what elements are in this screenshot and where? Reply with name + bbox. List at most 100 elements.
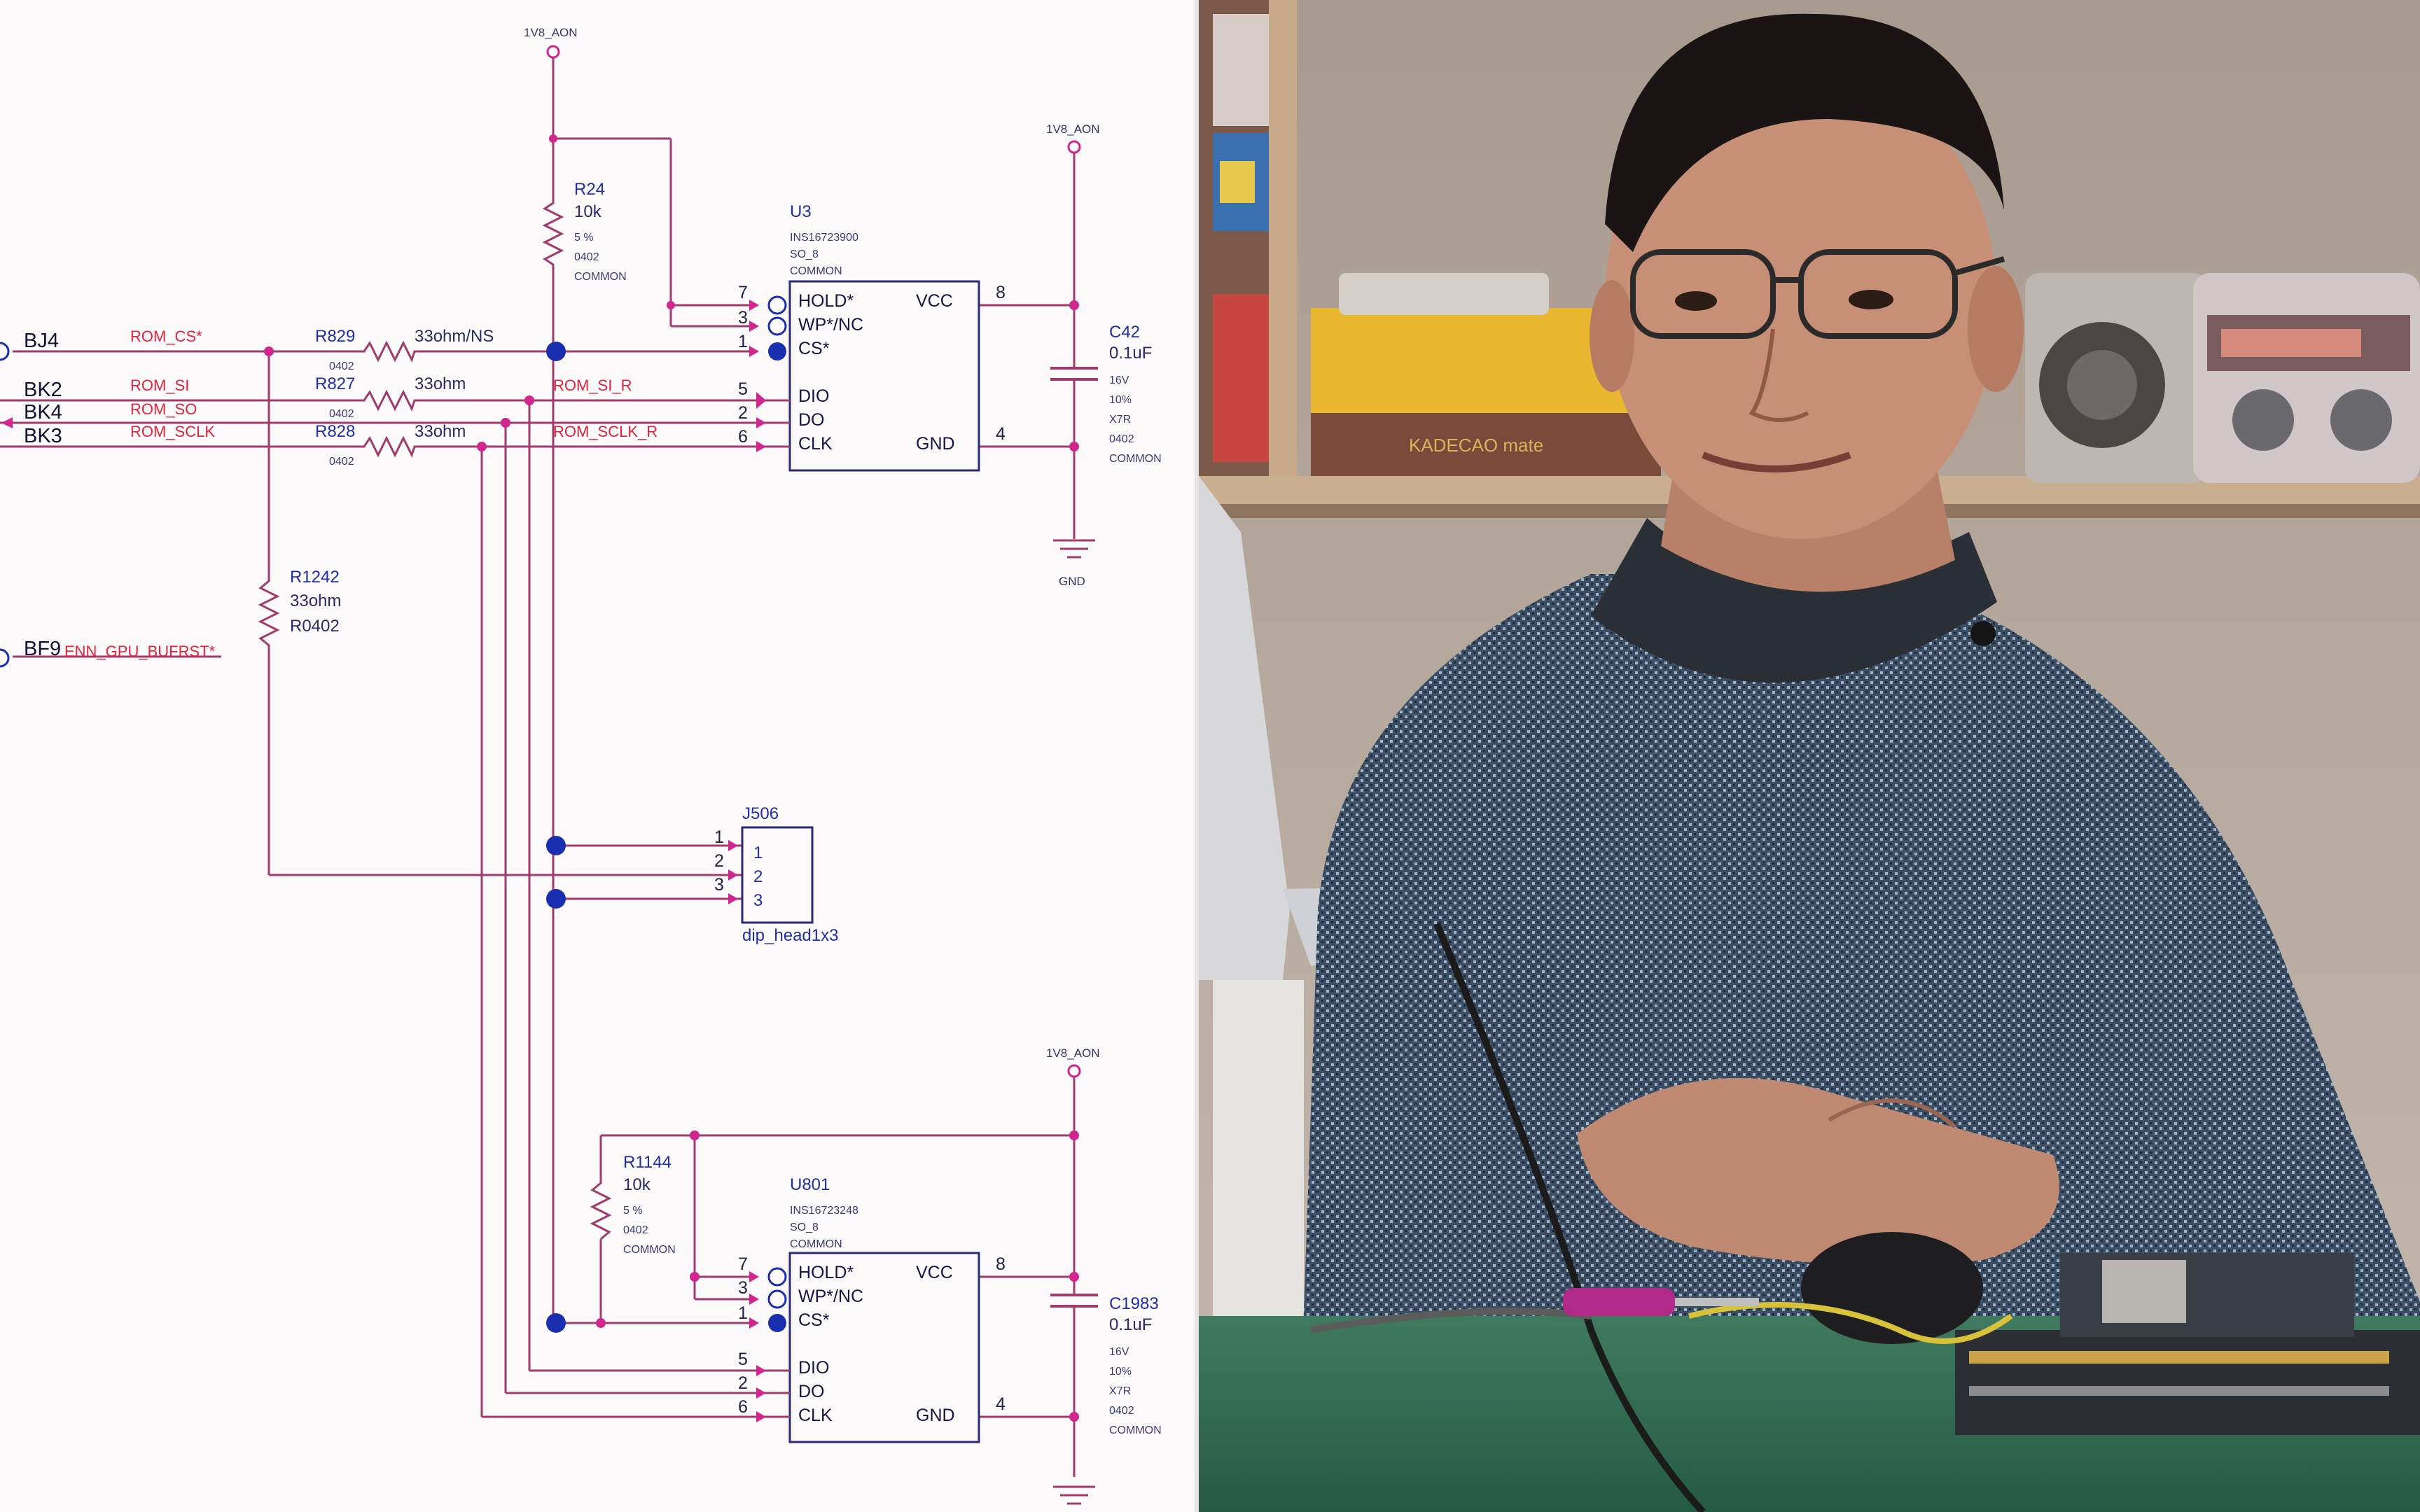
c1983-value: 0.1uF bbox=[1109, 1315, 1152, 1334]
c42-spec3: X7R bbox=[1109, 414, 1131, 426]
u801-pin-dio: DIO bbox=[798, 1358, 829, 1378]
resistor-r829: R829 33ohm/NS 0402 bbox=[315, 327, 494, 372]
r828-pkg: 0402 bbox=[329, 456, 354, 468]
u3-pin-num-3: 3 bbox=[738, 308, 748, 328]
u801-pin-num-5: 5 bbox=[738, 1350, 748, 1369]
c42-spec4: 0402 bbox=[1109, 433, 1134, 445]
chip-u3: U3 INS16723900 SO_8 COMMON 7 3 1 5 2 6 8… bbox=[738, 202, 1006, 472]
u3-pin-cs: CS* bbox=[798, 339, 830, 358]
r24-spec1: 5 % bbox=[574, 232, 594, 244]
panel-divider bbox=[1195, 0, 1199, 1512]
circuit-board bbox=[1955, 1253, 2420, 1435]
port-bk2-label: BK2 bbox=[24, 379, 62, 401]
header-j506: J506 dip_head1x3 1 2 3 1 2 3 bbox=[714, 804, 838, 945]
power-symbol-u801: 1V8_AON bbox=[1046, 1046, 1100, 1078]
u3-ref: U3 bbox=[790, 202, 812, 221]
r829-ref: R829 bbox=[315, 327, 355, 346]
j506-pin-num-1: 1 bbox=[714, 827, 724, 847]
u3-pkg: SO_8 bbox=[790, 248, 819, 260]
c1983-spec5: COMMON bbox=[1109, 1424, 1162, 1436]
u801-pin-clk: CLK bbox=[798, 1406, 833, 1425]
u3-pin-num-2: 2 bbox=[738, 403, 748, 423]
wires-top bbox=[0, 57, 1076, 1417]
u801-ref: U801 bbox=[790, 1175, 830, 1194]
c42-spec5: COMMON bbox=[1109, 453, 1162, 465]
vintage-radios bbox=[2025, 273, 2420, 483]
net-label-gpu-bufrst: ENN_GPU_BUFRST* bbox=[64, 643, 216, 660]
u801-pin-cs: CS* bbox=[798, 1310, 830, 1330]
u3-pin-num-7: 7 bbox=[738, 283, 748, 302]
u3-pin-wp: WP*/NC bbox=[798, 315, 863, 335]
ground-symbol-u3: GND bbox=[1053, 539, 1095, 588]
u3-pin-clk: CLK bbox=[798, 434, 833, 454]
r1144-ref: R1144 bbox=[623, 1153, 672, 1172]
resistor-r1144: R1144 10k 5 % 0402 COMMON bbox=[590, 1153, 676, 1256]
u801-pin-gnd: GND bbox=[916, 1406, 955, 1425]
u3-pin-gnd: GND bbox=[916, 434, 955, 454]
junction-dots bbox=[1, 134, 1079, 1422]
r1144-spec2: 0402 bbox=[623, 1224, 648, 1236]
chip-u801: U801 INS16723248 SO_8 COMMON 7 3 1 5 2 6… bbox=[738, 1175, 1006, 1443]
u3-pin-dio: DIO bbox=[798, 386, 829, 406]
power-label-top: 1V8_AON bbox=[524, 26, 578, 39]
u3-pin-vcc: VCC bbox=[916, 291, 953, 311]
u3-pin-num-4: 4 bbox=[996, 424, 1006, 444]
c42-value: 0.1uF bbox=[1109, 344, 1152, 363]
resistor-r828: R828 33ohm 0402 bbox=[315, 422, 466, 468]
r1242-ref: R1242 bbox=[290, 568, 340, 587]
r1242-value: 33ohm bbox=[290, 592, 341, 610]
c42-spec1: 16V bbox=[1109, 374, 1129, 386]
schematic-diagram: 1V8_AON 1V8_AON 1V8_AON bbox=[0, 26, 1162, 1505]
r24-value: 10k bbox=[574, 202, 602, 221]
j506-pin-num-3: 3 bbox=[714, 875, 724, 895]
u801-pin-num-4: 4 bbox=[996, 1394, 1006, 1414]
net-label-rom-cs: ROM_CS* bbox=[130, 328, 202, 345]
u3-part: INS16723900 bbox=[790, 232, 858, 244]
resistor-r1242: R1242 33ohm R0402 bbox=[258, 568, 341, 658]
u801-grp: COMMON bbox=[790, 1238, 842, 1250]
port-bj4-label: BJ4 bbox=[24, 330, 59, 352]
c1983-spec3: X7R bbox=[1109, 1385, 1131, 1397]
r24-spec2: 0402 bbox=[574, 251, 599, 263]
u3-pin-num-1: 1 bbox=[738, 332, 748, 351]
u801-part: INS16723248 bbox=[790, 1205, 858, 1217]
r828-value: 33ohm bbox=[415, 422, 466, 441]
r1144-spec3: COMMON bbox=[623, 1244, 676, 1256]
u801-pin-num-7: 7 bbox=[738, 1254, 748, 1274]
port-bk4-label: BK4 bbox=[24, 401, 62, 424]
u801-pin-num-8: 8 bbox=[996, 1254, 1006, 1274]
j506-ref: J506 bbox=[742, 804, 779, 823]
u3-pin-num-8: 8 bbox=[996, 283, 1006, 302]
yellow-box-text: KADECAO mate bbox=[1409, 435, 1543, 456]
c42-ref: C42 bbox=[1109, 323, 1140, 342]
power-symbol-u3: 1V8_AON bbox=[1046, 122, 1100, 154]
port-bj4: BJ4 bbox=[0, 330, 59, 361]
r828-ref: R828 bbox=[315, 422, 355, 441]
net-label-rom-sclk-r: ROM_SCLK_R bbox=[553, 423, 658, 440]
r827-pkg: 0402 bbox=[329, 408, 354, 420]
c1983-spec2: 10% bbox=[1109, 1366, 1132, 1378]
resistor-r24: R24 10k 5 % 0402 COMMON bbox=[542, 180, 627, 283]
c42-spec2: 10% bbox=[1109, 394, 1132, 406]
net-label-rom-si: ROM_SI bbox=[130, 377, 189, 394]
net-label-rom-so: ROM_SO bbox=[130, 400, 197, 418]
r829-pkg: 0402 bbox=[329, 360, 354, 372]
r1144-value: 10k bbox=[623, 1175, 651, 1194]
u801-pkg: SO_8 bbox=[790, 1222, 819, 1233]
j506-pin-num-2: 2 bbox=[714, 851, 724, 871]
u801-pin-vcc: VCC bbox=[916, 1263, 953, 1282]
power-symbol-top: 1V8_AON bbox=[524, 26, 578, 59]
r1144-spec1: 5 % bbox=[623, 1205, 643, 1217]
u801-pin-hold: HOLD* bbox=[798, 1263, 854, 1282]
j506-pin-label-2: 2 bbox=[753, 867, 763, 886]
j506-pin-label-1: 1 bbox=[753, 844, 763, 862]
port-bk3-label: BK3 bbox=[24, 425, 62, 447]
port-bf9: BF9 bbox=[0, 638, 61, 668]
u801-pin-num-1: 1 bbox=[738, 1303, 748, 1323]
u3-pin-num-6: 6 bbox=[738, 427, 748, 447]
r827-value: 33ohm bbox=[415, 374, 466, 393]
port-bf9-label: BF9 bbox=[24, 638, 61, 660]
net-label-rom-si-r: ROM_SI_R bbox=[553, 377, 632, 394]
ground-label-u3: GND bbox=[1059, 575, 1085, 588]
c1983-ref: C1983 bbox=[1109, 1294, 1159, 1313]
